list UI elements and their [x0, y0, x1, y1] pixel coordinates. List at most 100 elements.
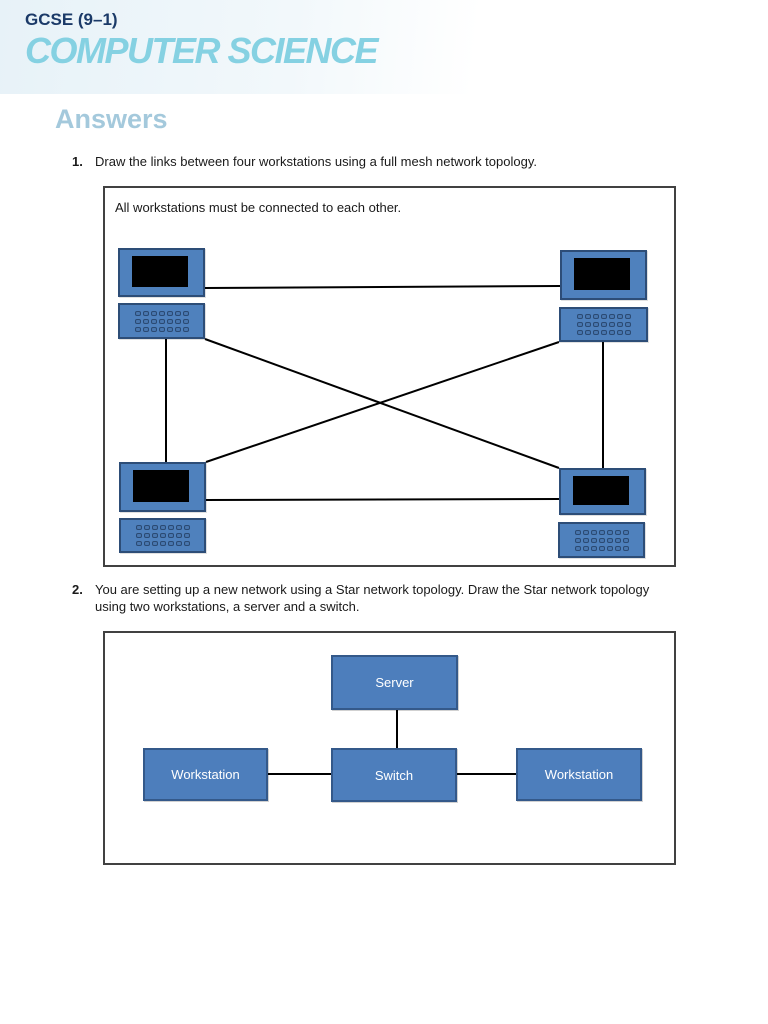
monitor-icon	[119, 462, 206, 512]
keyboard-key	[624, 314, 631, 319]
keyboard-key	[135, 525, 142, 530]
keyboard-key	[574, 537, 581, 543]
keyboard-key	[166, 326, 173, 332]
brand-block: GCSE (9–1) COMPUTER SCIENCE	[25, 10, 379, 71]
keyboard-key	[622, 545, 629, 551]
keyboard-key	[576, 330, 583, 335]
keyboard-key	[142, 326, 149, 332]
keyboard-key	[159, 533, 166, 538]
keyboard-key	[616, 322, 623, 327]
switch-node: Switch	[331, 748, 457, 802]
keyboard-key	[151, 541, 158, 546]
workstation-node-right-label: Workstation	[544, 767, 614, 782]
keyboard-key	[584, 322, 591, 327]
keyboard-key	[134, 318, 141, 324]
header-banner	[0, 0, 768, 94]
keyboard-key	[159, 525, 166, 530]
keyboard-key	[616, 330, 623, 335]
keyboard-key	[151, 533, 158, 538]
keyboard-key	[622, 529, 629, 535]
question-1-number: 1.	[72, 154, 83, 169]
keyboard-key	[608, 314, 615, 319]
keyboard-key	[174, 326, 181, 332]
mesh-diagram-box: All workstations must be connected to ea…	[103, 186, 676, 567]
keyboard-key	[135, 533, 142, 538]
mesh-diagram-caption: All workstations must be connected to ea…	[115, 200, 402, 215]
keyboard-key	[175, 525, 182, 530]
keyboard-key	[182, 318, 189, 324]
monitor-screen	[133, 470, 189, 502]
workstation-node-left: Workstation	[143, 748, 268, 801]
keyboard-key	[600, 322, 607, 327]
keyboard-key	[590, 545, 597, 551]
keyboard-key	[582, 529, 589, 535]
keyboard-key	[598, 537, 605, 543]
keyboard-key	[158, 326, 165, 332]
monitor-screen	[573, 476, 629, 505]
keyboard-icon	[558, 522, 645, 558]
question-1: 1. Draw the links between four workstati…	[72, 153, 672, 170]
keyboard-key	[600, 330, 607, 335]
keyboard-key	[174, 310, 181, 316]
question-2: 2. You are setting up a new network usin…	[72, 581, 672, 615]
keyboard-key	[158, 310, 165, 316]
server-node-label: Server	[375, 675, 414, 690]
brand-subject: COMPUTER SCIENCE	[25, 30, 379, 71]
keyboard-key	[150, 318, 157, 324]
monitor-icon	[559, 468, 646, 515]
keyboard-key	[584, 330, 591, 335]
keyboard-key	[606, 545, 613, 551]
keyboard-key	[600, 314, 607, 319]
keyboard-key	[151, 525, 158, 530]
keyboard-key	[167, 541, 174, 546]
keyboard-key	[614, 529, 621, 535]
keyboard-key	[592, 314, 599, 319]
keyboard-key	[183, 533, 190, 538]
keyboard-key	[582, 545, 589, 551]
keyboard-key	[624, 322, 631, 327]
monitor-icon	[118, 248, 205, 297]
keyboard-key	[182, 326, 189, 332]
keyboard-key	[598, 529, 605, 535]
keyboard-key	[576, 322, 583, 327]
keyboard-key	[143, 525, 150, 530]
keyboard-key	[622, 537, 629, 543]
network-link-diagonal-1	[204, 338, 560, 469]
keyboard-icon	[559, 307, 648, 342]
monitor-screen	[132, 256, 188, 287]
keyboard-key	[582, 537, 589, 543]
keyboard-key	[166, 318, 173, 324]
keyboard-key	[182, 310, 189, 316]
keyboard-key	[143, 533, 150, 538]
keyboard-key	[592, 322, 599, 327]
workstation-node-right: Workstation	[516, 748, 642, 801]
network-link-diagonal-2	[205, 341, 560, 463]
keyboard-key	[574, 545, 581, 551]
keyboard-icon	[119, 518, 206, 553]
keyboard-key	[608, 330, 615, 335]
keyboard-key	[166, 310, 173, 316]
keyboard-key	[158, 318, 165, 324]
keyboard-key	[150, 310, 157, 316]
keyboard-key	[616, 314, 623, 319]
question-2-text: You are setting up a new network using a…	[95, 582, 650, 614]
keyboard-key	[183, 541, 190, 546]
keyboard-key	[598, 545, 605, 551]
monitor-icon	[560, 250, 647, 300]
server-node: Server	[331, 655, 458, 710]
keyboard-key	[142, 310, 149, 316]
keyboard-key	[167, 525, 174, 530]
keyboard-key	[574, 529, 581, 535]
keyboard-key	[142, 318, 149, 324]
monitor-screen	[574, 258, 630, 290]
network-link-top	[204, 285, 561, 289]
question-2-number: 2.	[72, 582, 83, 597]
keyboard-key	[143, 541, 150, 546]
keyboard-key	[606, 537, 613, 543]
keyboard-key	[159, 541, 166, 546]
keyboard-key	[606, 529, 613, 535]
keyboard-key	[614, 545, 621, 551]
star-diagram-box: Server Switch Workstation Workstation	[103, 631, 676, 865]
keyboard-key	[175, 541, 182, 546]
